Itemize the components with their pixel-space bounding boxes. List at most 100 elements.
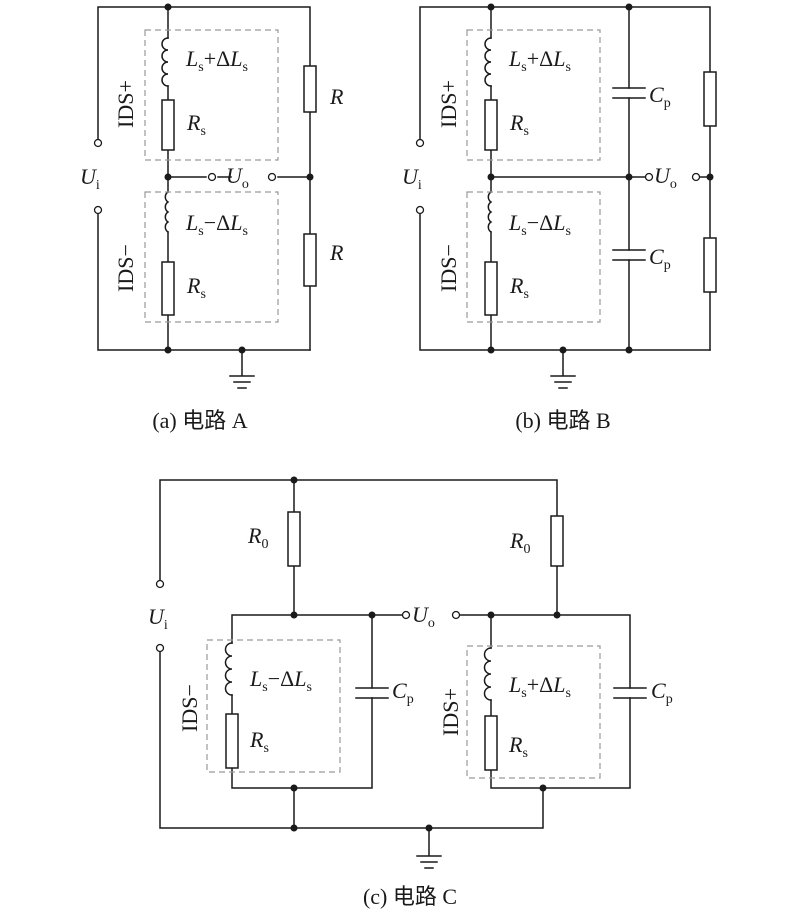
node-dot (290, 784, 298, 792)
resistor-a-lower-r (303, 233, 317, 287)
circuit-c: R0 R0 Ui Uo IDS− IDS+ Ls−ΔLs Rs Ls+ΔLs R… (148, 476, 673, 909)
label-a-lower-inductor: Ls−ΔLs (185, 210, 248, 239)
node-dot (625, 173, 633, 181)
label-a-input: Ui (80, 164, 100, 193)
node-dot (487, 3, 495, 11)
circuit-b: IDS+ IDS− Ls+ΔLs Rs Ls−ΔLs Rs Cp Cp Ui U… (402, 3, 717, 433)
node-dot (625, 346, 633, 354)
label-c-right-rs: Rs (508, 732, 528, 761)
label-a-lower-rs: Rs (186, 273, 206, 302)
node-dot (539, 784, 547, 792)
tag-a-lower: IDS− (113, 244, 138, 292)
resistor-b-upper-rs (484, 99, 498, 151)
resistor-c-left-r0 (287, 511, 301, 567)
node-dot (559, 346, 567, 354)
resistor-a-upper-rs (161, 99, 175, 151)
node-dot (290, 611, 298, 619)
node-dot (306, 173, 314, 181)
wire-a-input-top (97, 6, 311, 144)
label-c-left-cap: Cp (392, 678, 414, 707)
wire-c-right-section (455, 614, 631, 789)
resistor-b-upper-r (703, 71, 717, 127)
inductor-c-right (483, 647, 492, 701)
sensor-box-a-lower (144, 191, 279, 323)
output-terminal (691, 172, 701, 182)
output-terminal (267, 172, 277, 182)
wire-c-bottom (159, 647, 544, 829)
node-dot (625, 3, 633, 11)
node-dot (164, 3, 172, 11)
label-a-lower-r: R (329, 240, 344, 265)
inductor-b-upper (484, 37, 492, 87)
tag-a-upper: IDS+ (113, 80, 138, 128)
output-terminal (451, 610, 461, 620)
label-c-input: Ui (148, 604, 168, 633)
node-dot (425, 824, 433, 832)
input-terminal (415, 138, 425, 148)
capacitor-c-left (355, 687, 389, 699)
inductor-c-left (224, 642, 233, 696)
label-c-right-cap: Cp (651, 678, 673, 707)
inductor-b-lower (487, 190, 493, 234)
node-dot (290, 476, 298, 484)
node-dot (368, 611, 376, 619)
circuit-a: IDS+ IDS− Ls+ΔLs Rs Ls−ΔLs Rs R R Ui Uo … (80, 3, 344, 433)
output-terminal (401, 610, 411, 620)
output-terminal (207, 172, 217, 182)
label-b-lower-rs: Rs (509, 273, 529, 302)
ground-icon (416, 827, 442, 869)
resistor-b-lower-r (703, 237, 717, 293)
input-terminal (155, 643, 165, 653)
sensor-box-c-right (466, 645, 601, 779)
tag-c-right: IDS+ (438, 688, 463, 736)
sensor-box-b-lower (466, 191, 601, 323)
resistor-c-left-rs (225, 713, 239, 769)
caption-a: (a) 电路 A (152, 408, 247, 433)
resistor-a-upper-r (303, 65, 317, 113)
caption-b: (b) 电路 B (515, 408, 610, 433)
label-a-upper-inductor: Ls+ΔLs (185, 46, 248, 75)
wire-b-input-top (419, 6, 711, 144)
ground-icon (550, 349, 576, 389)
sensor-box-b-upper (466, 29, 601, 161)
node-dot (164, 346, 172, 354)
sensor-box-a-upper (144, 29, 279, 161)
label-c-right-r0: R0 (509, 528, 530, 557)
inductor-a-lower (164, 190, 170, 234)
tag-c-left: IDS− (177, 684, 202, 732)
caption-c: (c) 电路 C (363, 884, 457, 909)
label-c-right-inductor: Ls+ΔLs (508, 672, 571, 701)
input-terminal (93, 205, 103, 215)
label-b-lower-inductor: Ls−ΔLs (508, 210, 571, 239)
label-a-upper-r: R (329, 84, 344, 109)
inductor-a-upper (161, 37, 169, 87)
input-terminal (93, 138, 103, 148)
label-b-output: Uo (654, 163, 677, 192)
tag-b-lower: IDS− (436, 244, 461, 292)
resistor-c-right-r0 (550, 515, 564, 567)
node-dot (487, 611, 495, 619)
tag-b-upper: IDS+ (436, 80, 461, 128)
resistor-a-lower-rs (161, 261, 175, 316)
input-terminal (415, 205, 425, 215)
label-a-output: Uo (226, 163, 249, 192)
wire-a-output-node (167, 111, 311, 351)
node-dot (487, 173, 495, 181)
label-b-input: Ui (402, 164, 422, 193)
output-terminal (644, 172, 654, 182)
label-b-upper-cap: Cp (649, 82, 671, 111)
label-a-upper-rs: Rs (186, 110, 206, 139)
label-b-upper-inductor: Ls+ΔLs (508, 46, 571, 75)
node-dot (487, 346, 495, 354)
node-dot (553, 611, 561, 619)
wire-b-output-node (490, 125, 711, 351)
resistor-c-right-rs (484, 715, 498, 771)
node-dot (290, 824, 298, 832)
sensor-box-c-left (206, 639, 341, 773)
wire-b-bottom (419, 213, 711, 351)
node-dot (164, 173, 172, 181)
resistor-b-lower-rs (484, 261, 498, 316)
capacitor-c-right (613, 687, 647, 699)
node-dot (706, 173, 714, 181)
